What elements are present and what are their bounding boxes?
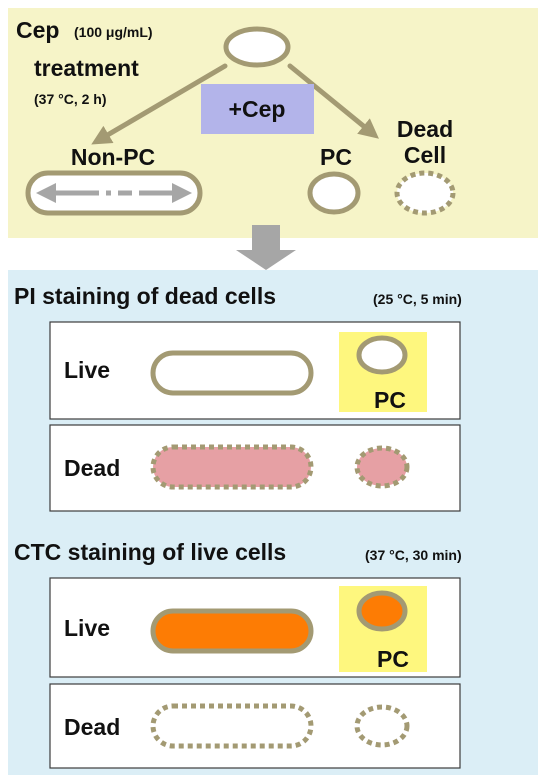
ctc-dead-label: Dead xyxy=(64,714,120,740)
dead-cell-label-line1: Dead xyxy=(397,116,453,142)
treatment-line2: treatment xyxy=(34,55,139,81)
pi-title: PI staining of dead cells xyxy=(14,283,276,309)
pi-pc-label: PC xyxy=(374,387,406,413)
pi-live-pc-cell xyxy=(356,335,408,375)
cep-label: +Cep xyxy=(229,96,286,122)
treatment-conditions: (37 °C, 2 h) xyxy=(34,91,107,107)
pi-dead-label: Dead xyxy=(64,455,120,481)
original-cell xyxy=(223,26,291,68)
pc-cell-top xyxy=(307,171,361,215)
ctc-live-nonpc-cell xyxy=(150,608,314,654)
non-pc-cell xyxy=(25,170,203,216)
ctc-dead-pc-cell xyxy=(354,704,410,748)
dead-cell-label-line2: Cell xyxy=(404,142,446,168)
non-pc-label: Non-PC xyxy=(71,144,155,170)
ctc-live-pc-cell xyxy=(356,590,408,632)
pc-label-top: PC xyxy=(320,144,352,170)
pi-conditions: (25 °C, 5 min) xyxy=(373,291,462,307)
ctc-conditions: (37 °C, 30 min) xyxy=(365,547,462,563)
ctc-title: CTC staining of live cells xyxy=(14,539,286,565)
arrow-to-dead-cell xyxy=(287,63,379,139)
down-arrow xyxy=(236,225,296,270)
dead-cell-top xyxy=(394,170,456,216)
ctc-live-label: Live xyxy=(64,615,110,641)
pi-dead-pc-cell xyxy=(354,445,410,489)
ctc-dead-nonpc-cell xyxy=(150,703,314,749)
pi-live-label: Live xyxy=(64,357,110,383)
pi-live-nonpc-cell xyxy=(150,350,314,396)
cep-box xyxy=(201,84,314,134)
treatment-title: Cep xyxy=(16,17,59,43)
arrow-to-non-pc xyxy=(91,63,228,145)
ctc-pc-label: PC xyxy=(377,646,409,672)
pi-dead-nonpc-cell xyxy=(150,444,314,490)
treatment-concentration: (100 μg/mL) xyxy=(74,24,153,40)
